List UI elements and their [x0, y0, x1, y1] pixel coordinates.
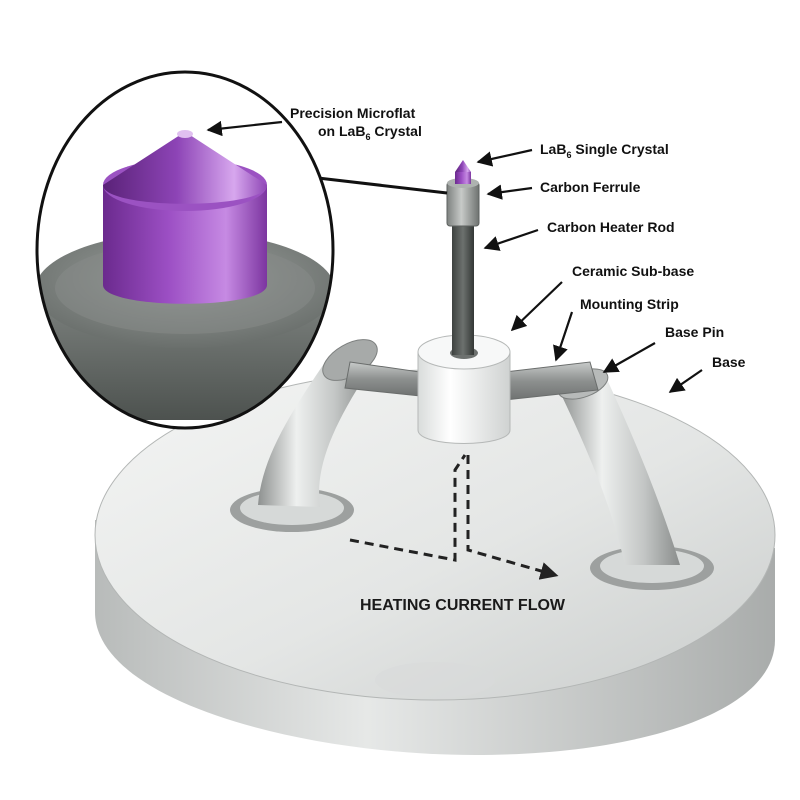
carbon-ferrule	[446, 178, 480, 227]
label-carbon-ferrule: Carbon Ferrule	[486, 179, 641, 200]
lab6-single-crystal-label: LaB6 Single Crystal	[540, 141, 669, 160]
label-base: Base	[668, 354, 746, 393]
heating-current-flow-path	[349, 454, 559, 580]
label-ceramic-sub-base: Ceramic Sub-base	[510, 263, 694, 332]
heating-current-flow-label: HEATING CURRENT FLOW	[360, 597, 566, 614]
base-pin-label: Base Pin	[665, 324, 724, 340]
label-mounting-strip: Mounting Strip	[553, 296, 679, 362]
base-label: Base	[712, 354, 746, 370]
ceramic-sub-base-label: Ceramic Sub-base	[572, 263, 694, 279]
zoom-connector-line	[317, 176, 448, 195]
precision-microflat-line2: on LaB6 Crystal	[318, 123, 422, 142]
lab6-single-crystal	[455, 160, 471, 184]
carbon-heater-rod-label: Carbon Heater Rod	[547, 219, 675, 235]
mounting-strip-label: Mounting Strip	[580, 296, 679, 312]
carbon-heater-rod	[452, 195, 474, 355]
label-lab6-single-crystal: LaB6 Single Crystal	[476, 141, 669, 167]
label-base-pin: Base Pin	[602, 324, 724, 373]
carbon-ferrule-label: Carbon Ferrule	[540, 179, 641, 195]
zoom-inset	[35, 70, 335, 430]
precision-microflat-line1: Precision Microflat	[290, 105, 416, 121]
label-precision-microflat: Precision Microflat on LaB6 Crystal	[206, 105, 422, 142]
left-base-pin	[230, 339, 378, 532]
mounting-strip	[344, 361, 599, 401]
label-carbon-heater-rod: Carbon Heater Rod	[483, 219, 675, 251]
